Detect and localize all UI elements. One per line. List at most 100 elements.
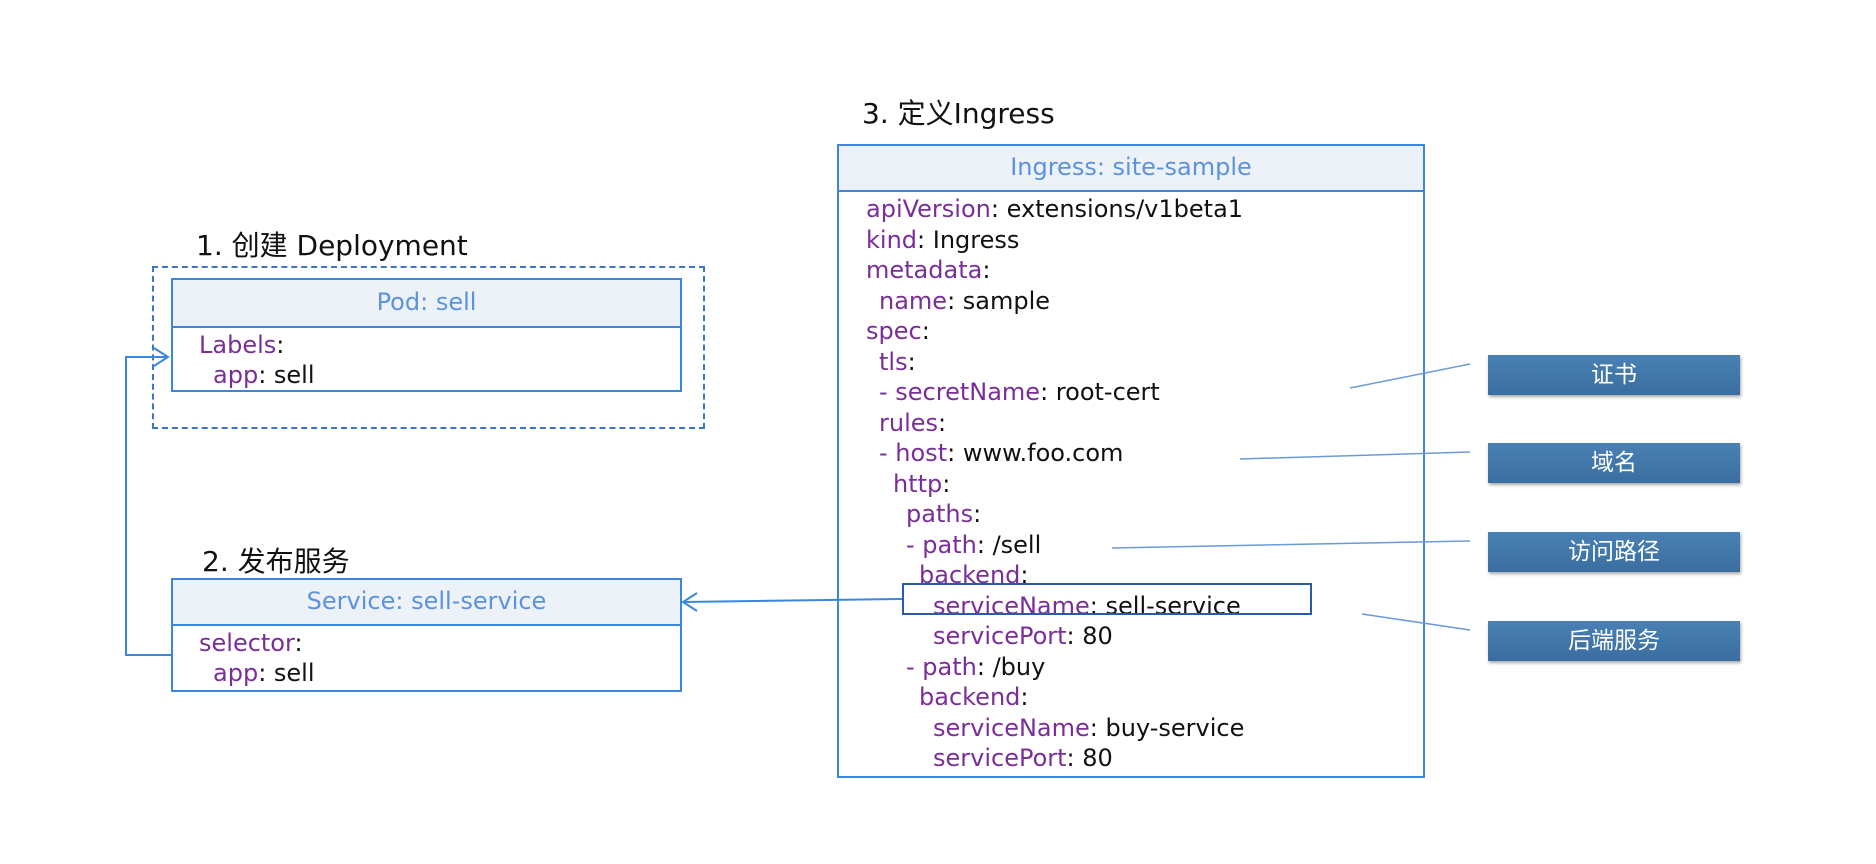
ingress-header: Ingress: site-sample xyxy=(839,146,1423,192)
ingress-sep: : xyxy=(1020,683,1029,711)
ingress-line: tls: xyxy=(879,347,916,377)
ingress-sep: : xyxy=(990,195,1007,223)
ingress-line: servicePort: 80 xyxy=(933,743,1113,773)
ingress-value: root-cert xyxy=(1055,378,1160,406)
pod-value: sell xyxy=(273,361,315,389)
ingress-key: kind xyxy=(866,225,918,254)
label-backend: 后端服务 xyxy=(1488,621,1740,661)
pod-line-0: Labels: xyxy=(199,330,284,360)
ingress-box: Ingress: site-sample apiVersion: extensi… xyxy=(837,144,1425,778)
ingress-sep: : xyxy=(1089,591,1106,620)
ingress-line: - host: www.foo.com xyxy=(879,438,1123,468)
path-leader xyxy=(1111,540,1471,549)
ingress-sep: : xyxy=(947,439,963,467)
ingress-value: 80 xyxy=(1082,622,1113,650)
step-1-title: 1. 创建 Deployment xyxy=(196,229,468,262)
service-key: selector xyxy=(199,629,295,657)
ingress-sep: : xyxy=(976,530,993,559)
ingress-value: sample xyxy=(962,286,1051,315)
backend-leader xyxy=(1361,613,1471,631)
service-line-1: app: sell xyxy=(213,658,315,688)
ingress-line: metadata: xyxy=(866,255,990,285)
label-path: 访问路径 xyxy=(1488,532,1740,572)
ingress-line: name: sample xyxy=(879,286,1050,316)
pod-sep: : xyxy=(258,361,274,389)
label-cert: 证书 xyxy=(1488,355,1740,395)
service-value: sell xyxy=(273,659,315,687)
ingress-sep: : xyxy=(1040,378,1056,406)
ingress-line: servicePort: 80 xyxy=(933,621,1113,651)
ingress-key: servicePort xyxy=(933,622,1067,650)
ingress-line: spec: xyxy=(866,316,930,346)
ingress-key: - path xyxy=(906,652,977,681)
pod-key: Labels xyxy=(199,331,277,359)
ingress-sep: : xyxy=(1089,713,1106,742)
ingress-sep: : xyxy=(917,225,933,254)
ingress-value: www.foo.com xyxy=(962,439,1124,467)
service-sep: : xyxy=(258,659,274,687)
ingress-sep: : xyxy=(921,317,930,345)
ingress-key: spec xyxy=(866,317,922,345)
backend-connector xyxy=(682,598,903,603)
ingress-line: - secretName: root-cert xyxy=(879,377,1160,407)
ingress-sep: : xyxy=(982,256,991,284)
selector-arrowhead xyxy=(153,347,170,367)
ingress-key: - secretName xyxy=(879,378,1041,406)
ingress-key: tls xyxy=(879,347,908,376)
pod-header: Pod: sell xyxy=(173,280,680,328)
ingress-value: Ingress xyxy=(932,225,1020,254)
ingress-key: name xyxy=(879,286,948,315)
domain-leader xyxy=(1239,451,1471,460)
ingress-line: http: xyxy=(893,469,950,499)
service-box: Service: sell-service selector: app: sel… xyxy=(171,578,682,692)
pod-box: Pod: sell Labels: app: sell xyxy=(171,278,682,392)
ingress-line: serviceName: buy-service xyxy=(933,713,1244,743)
ingress-value: /sell xyxy=(992,530,1042,559)
ingress-sep: : xyxy=(947,286,963,315)
pod-key: app xyxy=(213,361,259,389)
ingress-line: kind: Ingress xyxy=(866,225,1019,255)
pod-line-1: app: sell xyxy=(213,360,315,390)
ingress-line: rules: xyxy=(879,408,946,438)
service-line-0: selector: xyxy=(199,628,303,658)
ingress-sep: : xyxy=(1066,622,1083,650)
ingress-line: - path: /sell xyxy=(906,530,1041,560)
ingress-sep: : xyxy=(938,408,947,437)
ingress-key: - host xyxy=(879,439,948,467)
ingress-line: backend: xyxy=(919,682,1028,712)
service-header: Service: sell-service xyxy=(173,580,680,626)
ingress-key: rules xyxy=(879,408,939,437)
ingress-key: backend xyxy=(919,683,1021,711)
ingress-sep: : xyxy=(942,469,951,498)
ingress-key: http xyxy=(893,469,943,498)
ingress-sep: : xyxy=(976,652,993,681)
ingress-key: metadata xyxy=(866,256,983,284)
ingress-value: 80 xyxy=(1082,744,1113,772)
ingress-line: paths: xyxy=(906,499,981,529)
ingress-line: - path: /buy xyxy=(906,652,1045,682)
selector-connector xyxy=(125,356,171,656)
ingress-key: paths xyxy=(906,500,974,528)
service-name-highlight xyxy=(902,583,1312,615)
step-3-title: 3. 定义Ingress xyxy=(862,97,1055,130)
ingress-value: /buy xyxy=(992,652,1046,681)
ingress-key: servicePort xyxy=(933,744,1067,772)
deployment-container xyxy=(152,266,705,429)
service-sep: : xyxy=(294,629,303,657)
ingress-value: extensions/v1beta1 xyxy=(1006,195,1244,223)
backend-arrowhead xyxy=(681,592,698,612)
ingress-line: apiVersion: extensions/v1beta1 xyxy=(866,194,1243,224)
ingress-key: - path xyxy=(906,530,977,559)
ingress-sep: : xyxy=(1020,561,1029,589)
ingress-sep: : xyxy=(907,347,916,376)
label-domain: 域名 xyxy=(1488,443,1740,483)
step-2-title: 2. 发布服务 xyxy=(202,545,350,578)
ingress-sep: : xyxy=(1066,744,1083,772)
cert-leader xyxy=(1349,363,1471,389)
ingress-value: buy-service xyxy=(1105,713,1245,742)
ingress-key: apiVersion xyxy=(866,195,991,223)
service-key: app xyxy=(213,659,259,687)
ingress-sep: : xyxy=(973,500,982,528)
pod-sep: : xyxy=(276,331,285,359)
ingress-key: serviceName xyxy=(933,713,1090,742)
